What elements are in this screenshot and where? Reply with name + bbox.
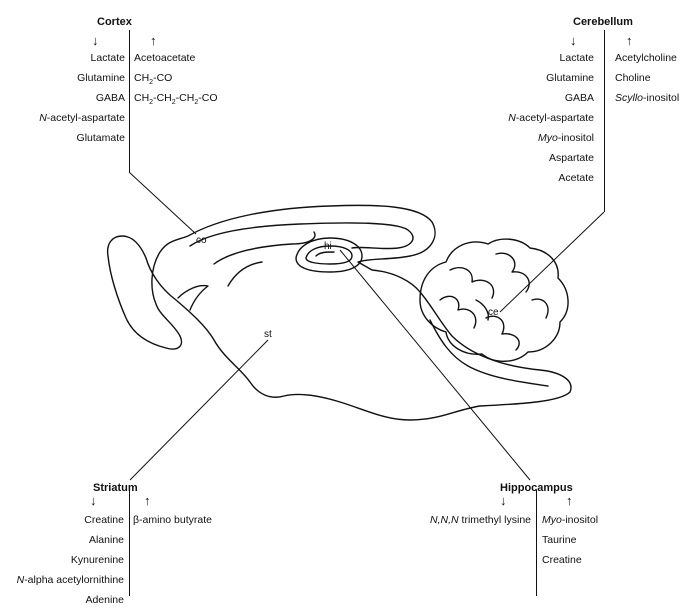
- cerebellum-up-arrow: ↑: [626, 33, 633, 48]
- cortex-decreased-item: Glutamine: [77, 72, 125, 84]
- cortex-decreased-list: Lactate Glutamine GABA N-acetyl-aspartat…: [39, 48, 125, 148]
- cerebellum-decreased-item: GABA: [564, 92, 594, 104]
- hippocampus-down-arrow: ↓: [500, 493, 507, 508]
- hippocampus-increased-item: Myo-inositol: [542, 514, 599, 526]
- cortex-increased-item: CH2-CH2-CH2-CO: [134, 92, 218, 107]
- brain-label-cortex: co: [196, 235, 207, 246]
- brain-label-striatum: st: [264, 329, 272, 340]
- cerebellum-title: Cerebellum: [573, 16, 633, 28]
- cortex-increased-list: Acetoacetate CH2-CO CH2-CH2-CH2-CO: [134, 48, 217, 108]
- hippocampus-up-arrow: ↑: [566, 493, 573, 508]
- striatum-decreased-list: Creatine Alanine Kynurenine N-alpha acet…: [17, 510, 124, 610]
- hippocampus-increased-list: Myo-inositol Taurine Creatine: [542, 510, 598, 570]
- cerebellum-folia-3: [439, 295, 477, 329]
- brainstem: [429, 319, 549, 387]
- brain-label-hippocampus: hi: [324, 241, 332, 252]
- cerebellum-down-arrow: ↓: [570, 33, 577, 48]
- cortex-up-arrow: ↑: [150, 33, 157, 48]
- cerebellum-increased-item: Choline: [615, 72, 651, 84]
- cerebellum-divider: [604, 30, 605, 212]
- cerebellum-decreased-item: Glutamine: [546, 72, 594, 84]
- striatum-divider: [129, 490, 130, 596]
- hippocampus-inner: [305, 245, 353, 265]
- brain-label-cerebellum: ce: [488, 307, 499, 318]
- striatum-panel: Striatum ↓ ↑ Creatine Alanine Kynurenine…: [0, 474, 300, 606]
- cortex-decreased-item: GABA: [95, 92, 125, 104]
- cortex-fold: [189, 222, 414, 250]
- cortex-increased-item: Acetoacetate: [134, 52, 196, 64]
- striatum-decreased-item: Creatine: [84, 514, 124, 526]
- striatum-up-arrow: ↑: [144, 493, 151, 508]
- cerebellum-decreased-list: Lactate Glutamine GABA N-acetyl-aspartat…: [508, 48, 594, 188]
- brain-outline: [106, 204, 572, 421]
- cerebellum-folia-4: [485, 315, 520, 351]
- cerebellum-increased-item: Acetylcholine: [615, 52, 677, 64]
- cerebellum-decreased-item: N-acetyl-aspartate: [508, 112, 594, 124]
- cerebellum-decreased-item: Acetate: [558, 172, 594, 184]
- striatum-decreased-item: Kynurenine: [70, 554, 124, 566]
- hippocampus-panel: Hippocampus ↓ ↑ N,N,N trimethyl lysine M…: [400, 474, 685, 598]
- hippocampus-title: Hippocampus: [500, 482, 573, 494]
- cortex-decreased-item: Lactate: [90, 52, 125, 64]
- cortex-panel: Cortex ↓ ↑ Lactate Glutamine GABA N-acet…: [0, 0, 300, 180]
- cerebellum-increased-list: Acetylcholine Choline Scyllo-inositol: [615, 48, 679, 108]
- cerebellum-decreased-item: Aspartate: [549, 152, 594, 164]
- cerebellum-decreased-item: Myo-inositol: [537, 132, 594, 144]
- cortex-decreased-item: Glutamate: [76, 132, 125, 144]
- striatum-decreased-item: N-alpha acetylornithine: [16, 574, 124, 586]
- cerebellum-folia-2: [495, 252, 530, 293]
- striatum-decreased-item: Alanine: [88, 534, 124, 546]
- striatum-connector: [129, 339, 269, 481]
- striatum-title: Striatum: [93, 482, 138, 494]
- striatum-down-arrow: ↓: [90, 493, 97, 508]
- striatum-curve: [177, 284, 209, 311]
- hippocampus-decreased-item: N,N,N trimethyl lysine: [430, 514, 531, 526]
- cerebellum-connector: [499, 211, 605, 313]
- striatum-increased-list: β-amino butyrate: [133, 510, 212, 530]
- hippocampus-outline: [295, 237, 363, 273]
- cerebellum-increased-item: Scyllo-inositol: [615, 92, 680, 104]
- hippocampus-increased-item: Taurine: [542, 534, 577, 546]
- cortex-divider: [129, 30, 130, 172]
- striatum-increased-item: β-amino butyrate: [133, 514, 212, 526]
- hippocampus-connector: [339, 249, 531, 481]
- cerebellum-folia-1: [449, 266, 495, 299]
- cortex-increased-item: CH2-CO: [134, 72, 173, 87]
- cortex-decreased-item: N-acetyl-aspartate: [39, 112, 125, 124]
- cortex-connector: [128, 171, 197, 235]
- cerebellum-decreased-item: Lactate: [559, 52, 594, 64]
- corpus-callosum: [213, 231, 316, 265]
- inner-curve: [227, 261, 263, 287]
- cerebellum-panel: Cerebellum ↓ ↑ Lactate Glutamine GABA N-…: [400, 0, 685, 215]
- cortex-title: Cortex: [97, 16, 132, 28]
- hippocampus-decreased-list: N,N,N trimethyl lysine: [430, 510, 531, 530]
- striatum-decreased-item: Adenine: [85, 594, 124, 606]
- hippocampus-increased-item: Creatine: [542, 554, 582, 566]
- cerebellum-folia-5: [531, 298, 549, 319]
- hippocampus-divider: [536, 490, 537, 596]
- cerebellum-outline: [419, 238, 569, 362]
- cortex-down-arrow: ↓: [92, 33, 99, 48]
